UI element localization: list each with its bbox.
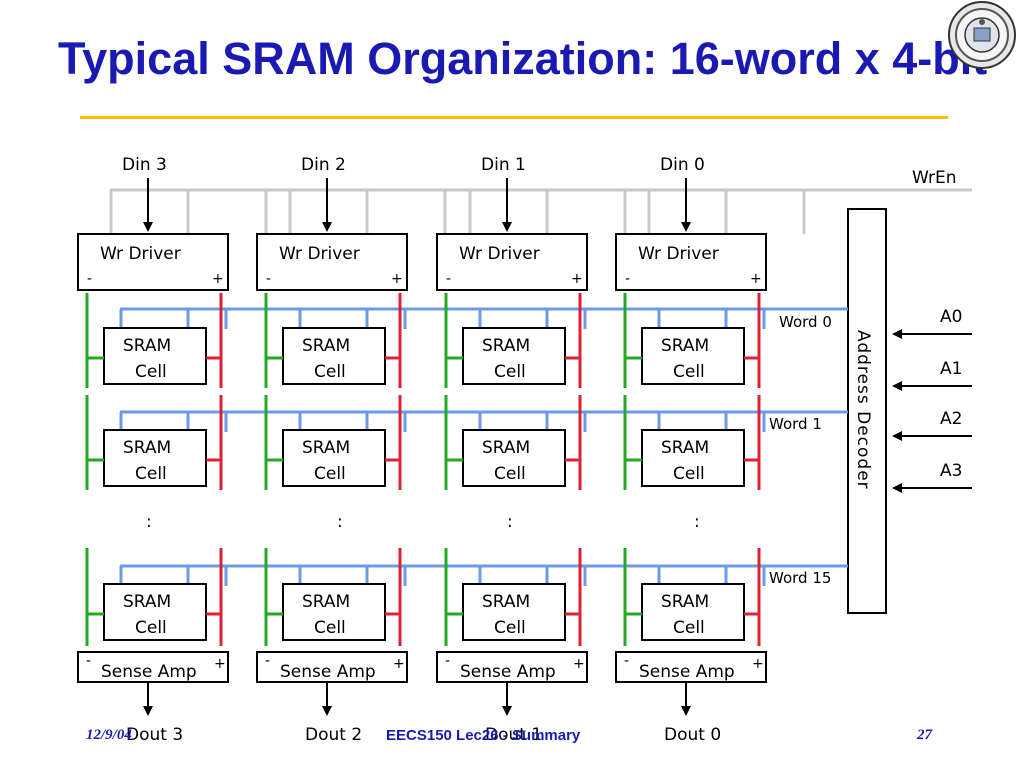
dout-label: Dout 0 <box>664 725 721 745</box>
slide-title: Typical SRAM Organization: 16-word x 4-b… <box>58 33 988 84</box>
wr-driver-box <box>615 233 767 291</box>
sram-cell-label-bottom: Cell <box>314 362 346 382</box>
address-decoder-label: Address Decoder <box>853 330 873 490</box>
word-line-label: Word 0 <box>779 313 832 331</box>
sram-cell <box>641 429 745 487</box>
wr-driver-label: Wr Driver <box>459 244 540 264</box>
address-input-label: A2 <box>940 409 962 429</box>
row-ellipsis: : <box>337 512 343 532</box>
sense-amp-label: Sense Amp <box>101 662 197 682</box>
sense-amp-label: Sense Amp <box>460 662 556 682</box>
sram-cell <box>282 429 386 487</box>
sram-cell-label-bottom: Cell <box>494 618 526 638</box>
sram-cell-label-top: SRAM <box>123 438 171 458</box>
wr-driver-minus: - <box>87 271 92 287</box>
sram-cell-label-bottom: Cell <box>314 464 346 484</box>
sense-amp-minus: - <box>86 653 91 669</box>
sram-cell-label-bottom: Cell <box>494 464 526 484</box>
row-ellipsis: : <box>507 512 513 532</box>
sram-cell <box>462 327 566 385</box>
sram-cell <box>103 327 207 385</box>
wren-label: WrEn <box>912 168 957 188</box>
sense-amp-minus: - <box>624 653 629 669</box>
sram-cell <box>282 327 386 385</box>
din-label: Din 2 <box>301 155 346 175</box>
row-ellipsis: : <box>146 512 152 532</box>
sram-cell <box>641 327 745 385</box>
sram-cell-label-bottom: Cell <box>673 464 705 484</box>
sram-cell-label-bottom: Cell <box>673 362 705 382</box>
wr-driver-box <box>256 233 408 291</box>
dout-label: Dout 3 <box>126 725 183 745</box>
wr-driver-plus: + <box>571 271 583 287</box>
address-decoder-box <box>847 208 887 614</box>
sram-cell-label-top: SRAM <box>302 438 350 458</box>
row-ellipsis: : <box>694 512 700 532</box>
sense-amp-box <box>615 651 767 683</box>
sram-cell <box>103 583 207 641</box>
wr-driver-plus: + <box>750 271 762 287</box>
sram-cell-label-top: SRAM <box>661 592 709 612</box>
sram-cell-label-top: SRAM <box>482 592 530 612</box>
sram-cell-label-top: SRAM <box>482 336 530 356</box>
address-input-label: A3 <box>940 461 962 481</box>
wr-driver-minus: - <box>625 271 630 287</box>
sense-amp-box <box>436 651 588 683</box>
sense-amp-label: Sense Amp <box>280 662 376 682</box>
sram-cell-label-bottom: Cell <box>673 618 705 638</box>
sense-amp-box <box>77 651 229 683</box>
title-divider <box>80 116 948 119</box>
wr-driver-label: Wr Driver <box>100 244 181 264</box>
sram-cell-label-top: SRAM <box>123 336 171 356</box>
wr-driver-plus: + <box>391 271 403 287</box>
sram-cell-label-bottom: Cell <box>135 362 167 382</box>
wr-driver-label: Wr Driver <box>279 244 360 264</box>
wr-driver-label: Wr Driver <box>638 244 719 264</box>
wr-driver-minus: - <box>446 271 451 287</box>
dout-label: Dout 1 <box>485 725 542 745</box>
address-input-label: A0 <box>940 307 962 327</box>
sram-cell <box>641 583 745 641</box>
sram-cell <box>103 429 207 487</box>
footer-course: EECS150 Lec26 - Summary <box>386 727 581 744</box>
sram-cell-label-top: SRAM <box>482 438 530 458</box>
footer-date: 12/9/04 <box>86 727 132 743</box>
footer-page-number: 27 <box>917 727 932 743</box>
din-label: Din 0 <box>660 155 705 175</box>
address-input-label: A1 <box>940 359 962 379</box>
wr-driver-box <box>77 233 229 291</box>
sense-amp-plus: + <box>214 656 226 672</box>
sram-cell-label-top: SRAM <box>661 336 709 356</box>
sense-amp-plus: + <box>573 656 585 672</box>
dout-label: Dout 2 <box>305 725 362 745</box>
sram-cell-label-top: SRAM <box>302 592 350 612</box>
university-seal-icon <box>948 1 1016 69</box>
sense-amp-label: Sense Amp <box>639 662 735 682</box>
sram-cell-label-bottom: Cell <box>314 618 346 638</box>
din-label: Din 1 <box>481 155 526 175</box>
wr-driver-plus: + <box>212 271 224 287</box>
wr-driver-box <box>436 233 588 291</box>
sense-amp-minus: - <box>265 653 270 669</box>
sram-cell-label-top: SRAM <box>123 592 171 612</box>
wr-driver-minus: - <box>266 271 271 287</box>
sram-cell-label-bottom: Cell <box>494 362 526 382</box>
sram-cell-label-bottom: Cell <box>135 618 167 638</box>
word-line-label: Word 1 <box>769 415 822 433</box>
word-line-label: Word 15 <box>769 569 831 587</box>
sram-cell <box>462 583 566 641</box>
sense-amp-minus: - <box>445 653 450 669</box>
sram-cell <box>282 583 386 641</box>
din-label: Din 3 <box>122 155 167 175</box>
sense-amp-plus: + <box>752 656 764 672</box>
sram-cell-label-top: SRAM <box>661 438 709 458</box>
sense-amp-box <box>256 651 408 683</box>
sense-amp-plus: + <box>393 656 405 672</box>
sram-cell-label-bottom: Cell <box>135 464 167 484</box>
sram-cell-label-top: SRAM <box>302 336 350 356</box>
sram-cell <box>462 429 566 487</box>
